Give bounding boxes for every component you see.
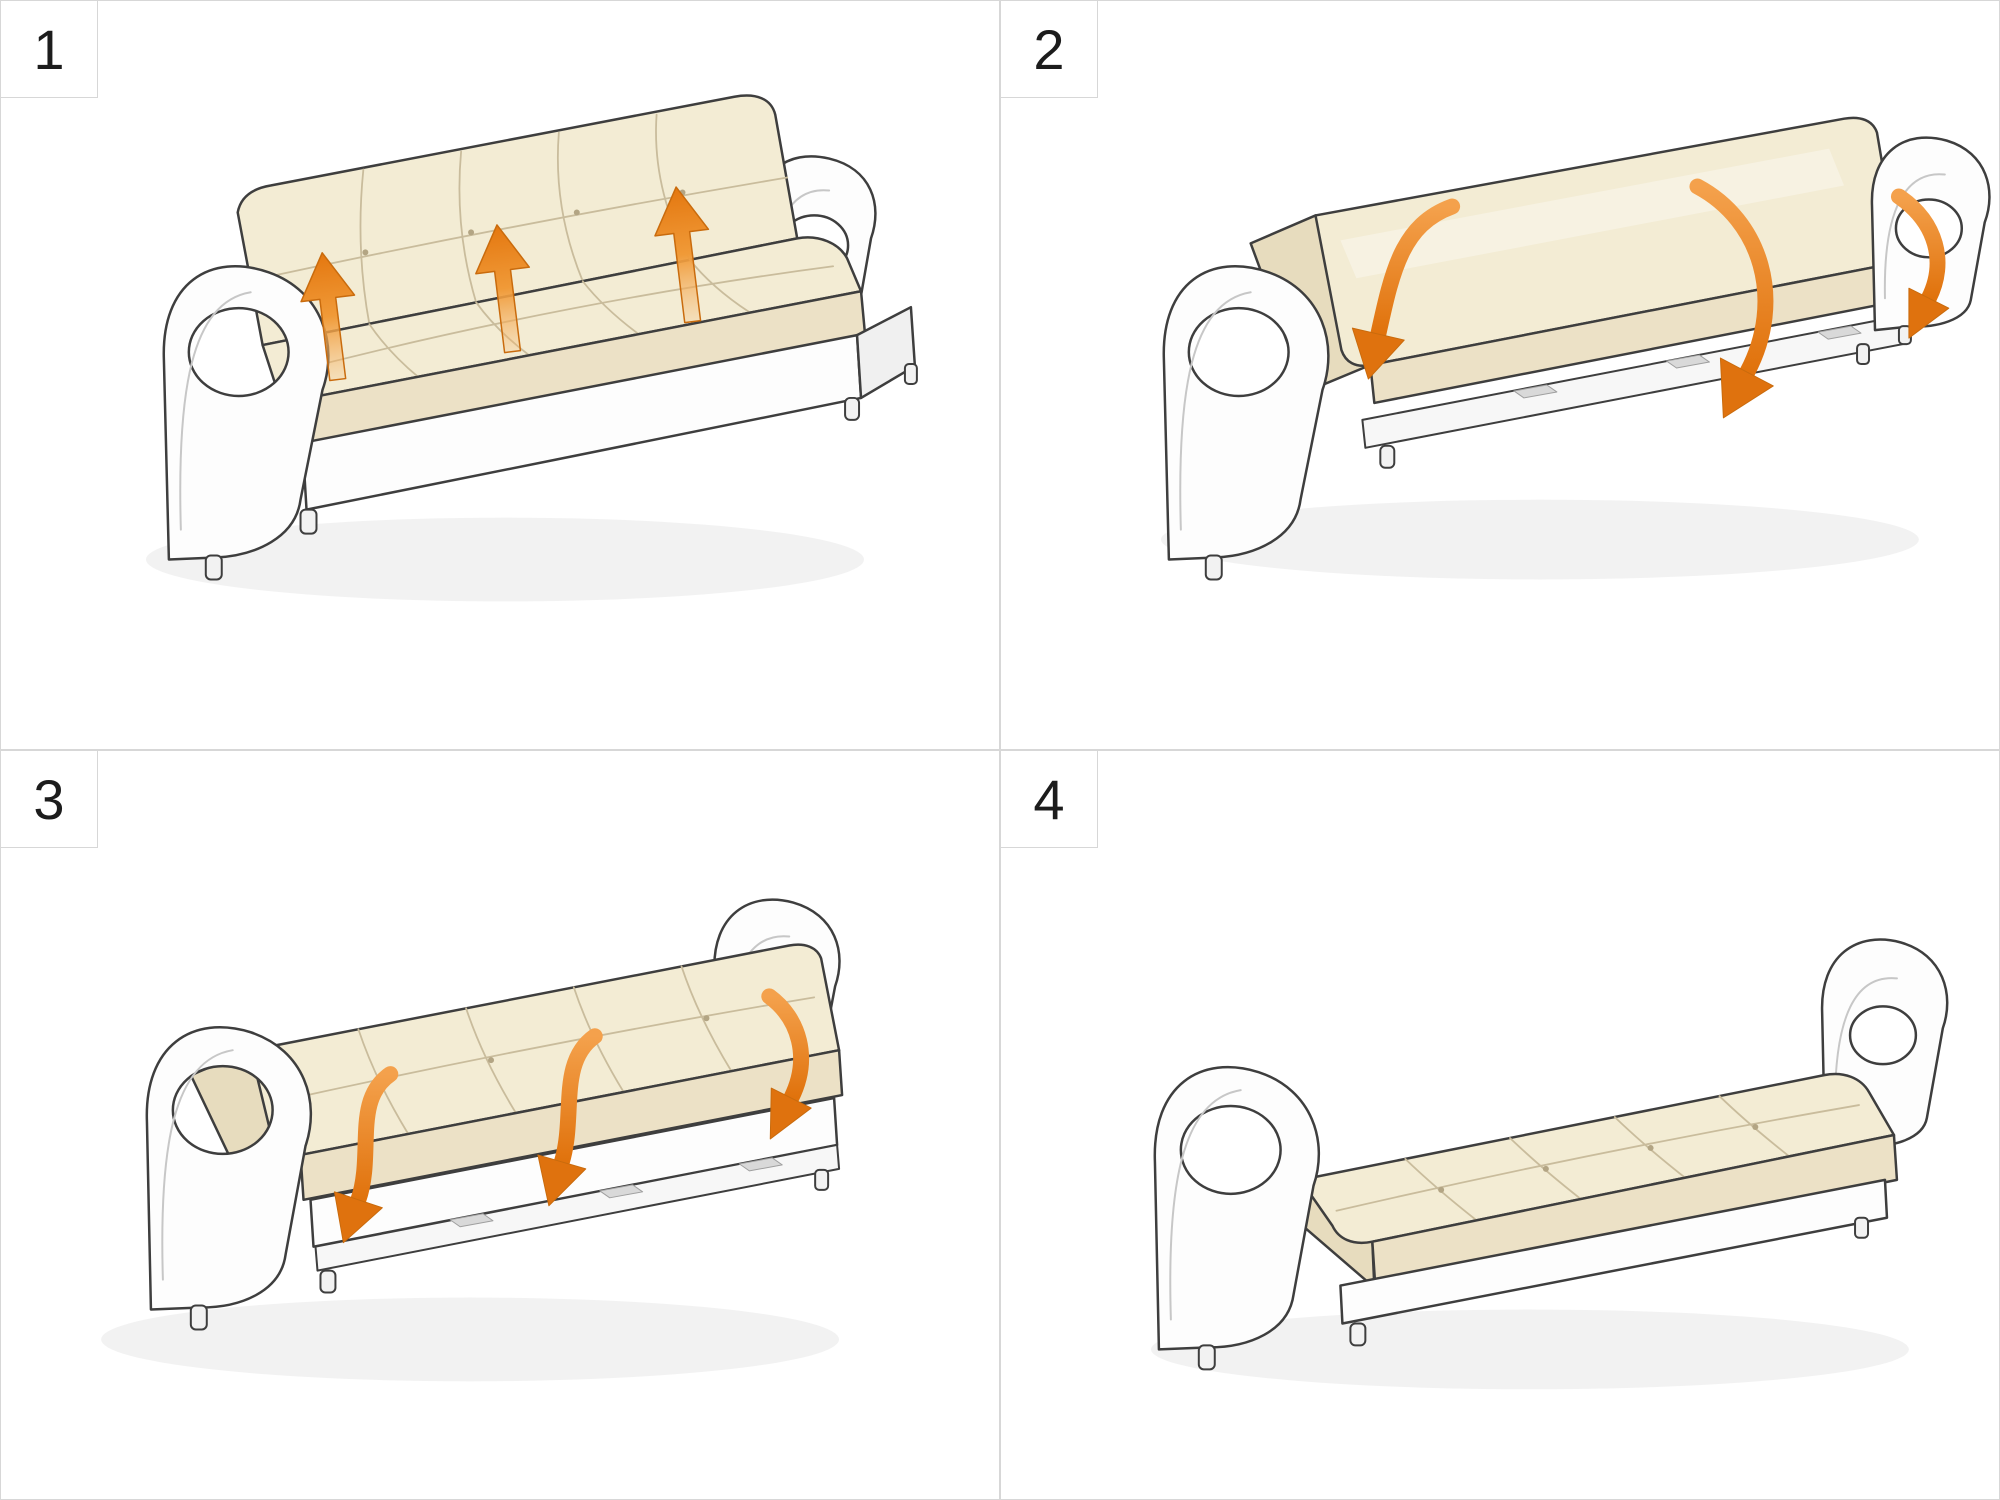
leg — [319, 1269, 337, 1294]
ground-shadow — [1160, 499, 1919, 580]
step-number-badge: 3 — [1, 751, 98, 848]
leg — [844, 396, 861, 421]
step-number-badge: 4 — [1001, 751, 1098, 848]
lift-arrow-icon — [300, 252, 356, 382]
leg — [189, 1304, 208, 1331]
tuft-button — [488, 1057, 495, 1064]
left-armrest — [1162, 265, 1330, 581]
step-panel-2: 2 — [1001, 1, 1999, 749]
left-armrest — [162, 265, 330, 581]
tuft-button — [1542, 1165, 1549, 1172]
flat-mattress — [1299, 1072, 1899, 1289]
tuft-button — [1647, 1144, 1654, 1151]
ground-shadow — [145, 517, 865, 602]
fold-arrow-icon — [333, 1066, 399, 1244]
frame-slat — [1513, 384, 1558, 399]
fold-arrow-icon — [1689, 178, 1774, 419]
tuft-button — [362, 249, 369, 256]
left-armrest — [1153, 1066, 1321, 1371]
tuft-button — [468, 229, 475, 236]
step-panel-3: 3 — [1, 751, 999, 1499]
sofa-illustration-step-1 — [145, 94, 918, 602]
base-frame — [1339, 1178, 1889, 1347]
leg — [1854, 1216, 1870, 1239]
sofa-illustration-step-3 — [101, 898, 844, 1382]
ground-shadow — [101, 1297, 840, 1382]
tuft-button — [573, 209, 580, 216]
step-number-badge: 2 — [1001, 1, 1098, 98]
leg — [903, 363, 918, 385]
frame-slat — [1666, 354, 1710, 369]
step-number: 1 — [33, 17, 65, 81]
leg — [299, 508, 318, 535]
fold-arrow-icon — [537, 1028, 603, 1207]
fold-arrow-icon — [1890, 188, 1950, 339]
tuft-button — [703, 1015, 710, 1022]
leg — [1349, 1322, 1367, 1347]
step-panel-4: 4 — [1001, 751, 1999, 1499]
lift-arrow-icon — [654, 186, 710, 324]
frame-slat — [599, 1184, 644, 1199]
sofa-illustration-step-4 — [1150, 938, 1949, 1390]
leg — [1204, 554, 1223, 581]
base-frame — [299, 305, 918, 535]
step-number: 2 — [1033, 17, 1065, 81]
tuft-button — [1752, 1124, 1759, 1130]
leg — [814, 1168, 830, 1191]
left-armrest — [145, 1026, 313, 1331]
fold-arrow-icon — [761, 988, 812, 1140]
lift-arrow-icon — [475, 224, 531, 354]
step-number: 4 — [1033, 767, 1065, 831]
bed-frame-rail — [314, 1143, 841, 1272]
leg — [1856, 343, 1871, 366]
sofa-illustration-step-2 — [1160, 116, 1991, 581]
leg — [204, 554, 223, 581]
fold-arrow-icon — [1351, 198, 1461, 380]
leg — [1379, 444, 1396, 469]
leg — [1197, 1344, 1216, 1371]
frame-slat — [449, 1213, 494, 1228]
tuft-button — [1438, 1186, 1445, 1193]
step-number: 3 — [33, 767, 65, 831]
frame-slat — [738, 1157, 783, 1172]
step-number-badge: 1 — [1, 1, 98, 98]
ground-shadow — [1150, 1309, 1909, 1390]
frame-slat — [1817, 325, 1862, 340]
step-panel-1: 1 — [1, 1, 999, 749]
